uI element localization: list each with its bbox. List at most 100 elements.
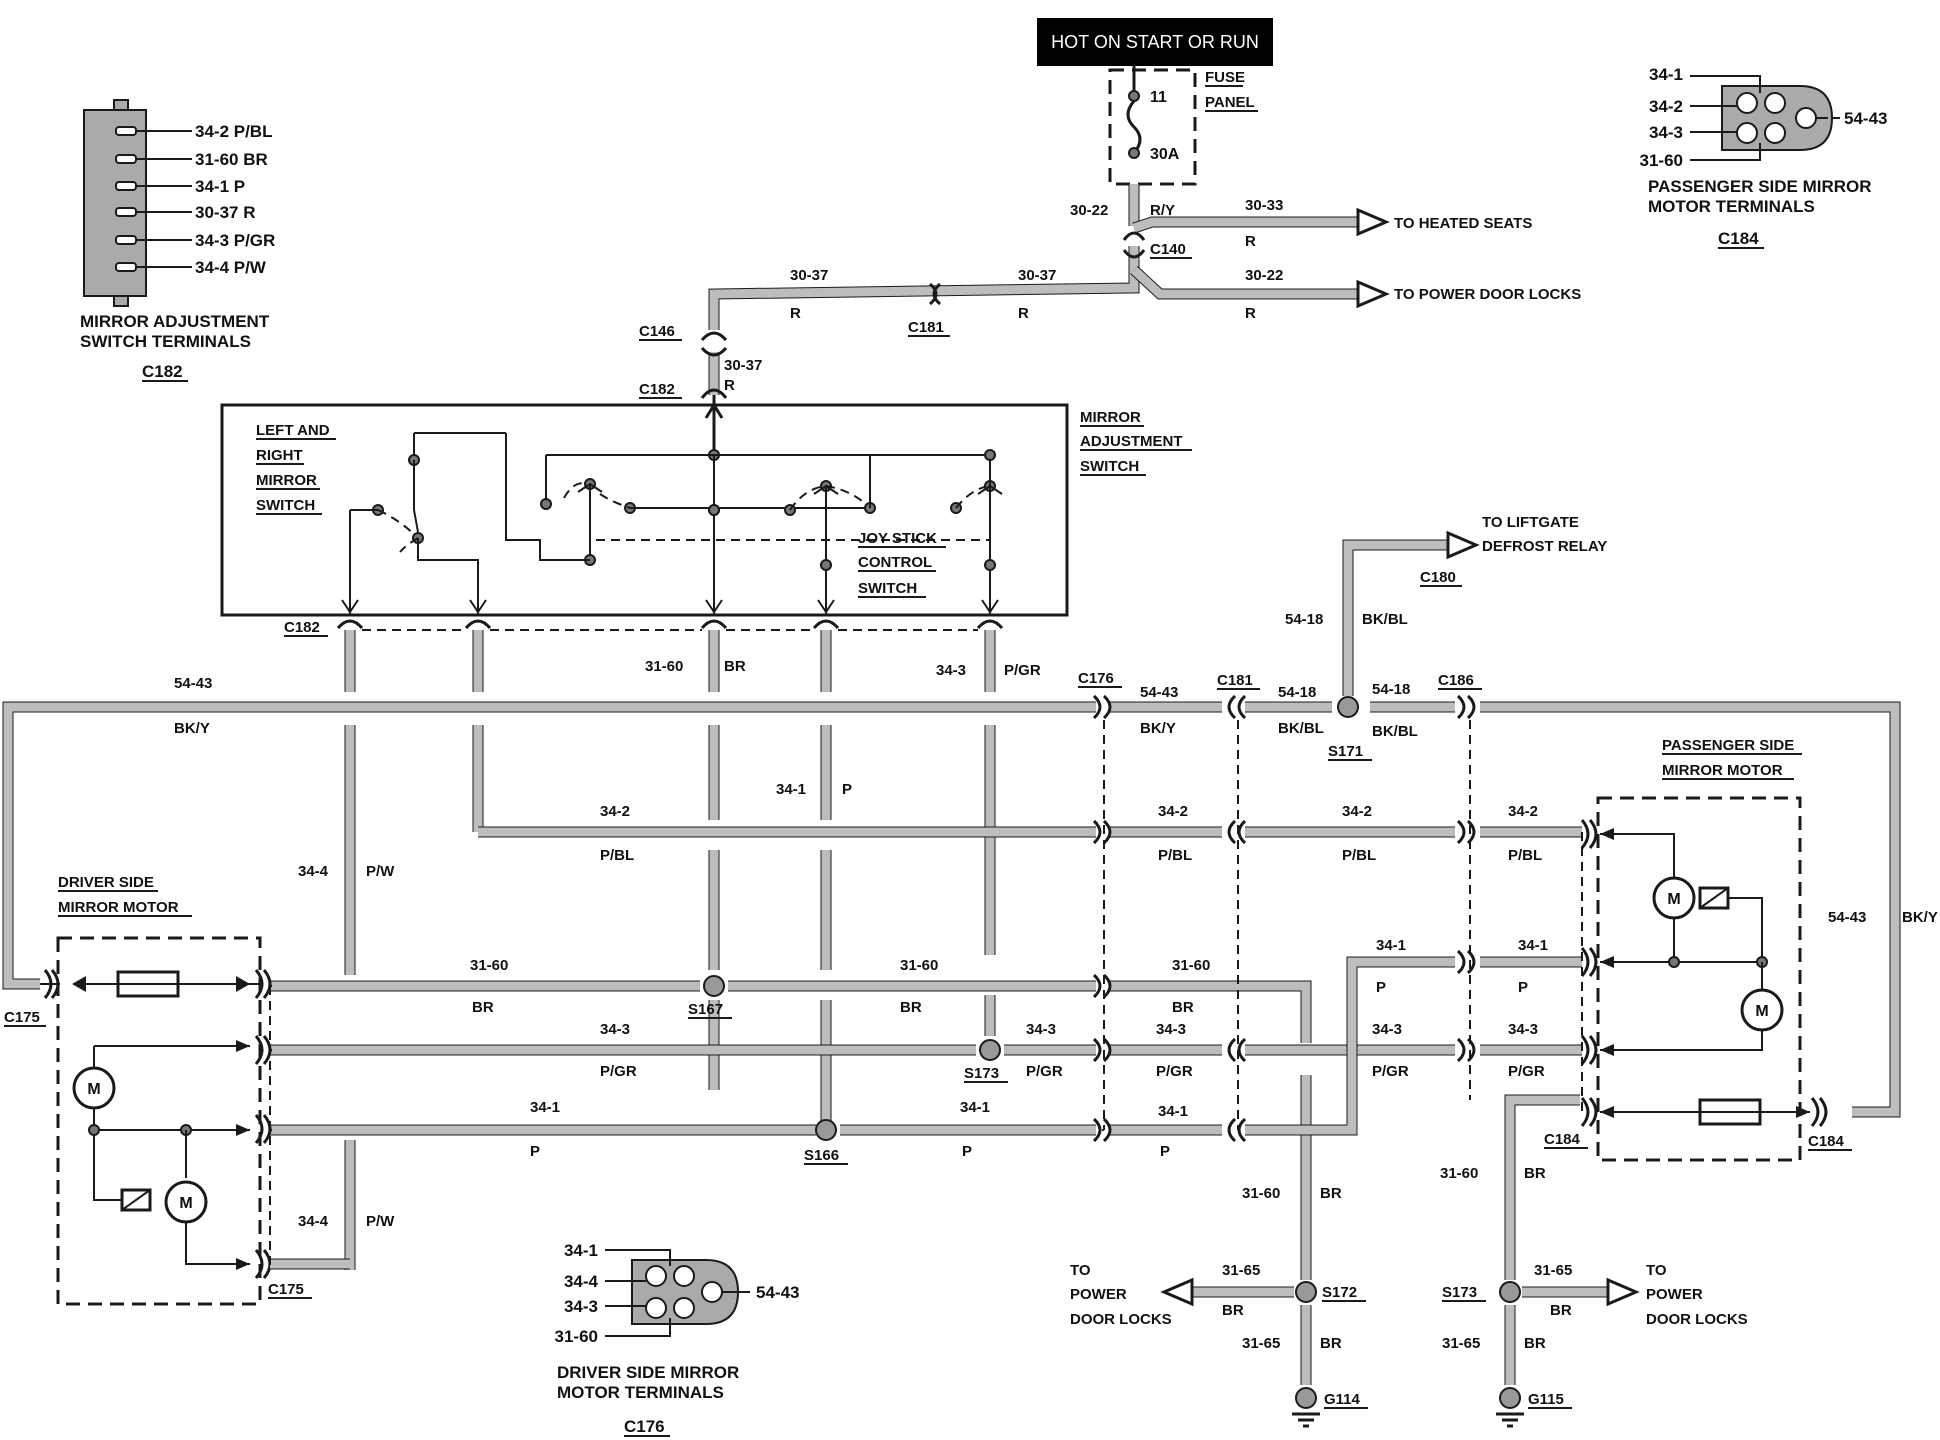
g115-label: G115 [1528, 1391, 1564, 1408]
wire-label: 34-3 [1156, 1021, 1186, 1038]
wire-label: BR [724, 658, 746, 675]
wire-color: R [1245, 233, 1256, 250]
wire-label: BK/Y [1140, 720, 1176, 737]
driver-pin-label: 54-43 [756, 1283, 799, 1302]
to-power-door-locks-label: TO POWER DOOR LOCKS [1394, 286, 1581, 303]
s166-label: S166 [804, 1147, 839, 1164]
c146-label: C146 [639, 323, 675, 340]
door-locks-left-1: TO [1070, 1262, 1091, 1279]
wire-label: 34-2 [1342, 803, 1372, 820]
passenger-mirror-motor-terminals: 34-1 34-2 34-3 31-60 54-43 PASSENGER SID… [1640, 65, 1887, 249]
wire-label: BK/Y [174, 720, 210, 737]
wire-label: 34-1 [530, 1099, 560, 1116]
wire-label: P/GR [1372, 1063, 1409, 1080]
wire-label: 34-2 [1508, 803, 1538, 820]
wire-color: R [1018, 305, 1029, 322]
wire-label: 31-65 [1534, 1262, 1572, 1279]
wire-label: 31-60 [1242, 1185, 1280, 1202]
passenger-terminals-connector: C184 [1718, 229, 1759, 248]
lr-switch-label-2: RIGHT [256, 447, 303, 464]
passenger-terminals-title-2: MOTOR TERMINALS [1648, 197, 1815, 216]
wire-label: BK/BL [1362, 611, 1408, 628]
wire-label: P/BL [600, 847, 634, 864]
s167-splice [703, 975, 725, 997]
c182-connector-top [700, 388, 728, 399]
driver-pin-label: 34-3 [564, 1297, 598, 1316]
hot-on-start-or-run-box [1037, 18, 1273, 66]
switch-pin-label: 30-37 R [195, 203, 255, 222]
lr-switch-label-3: MIRROR [256, 472, 317, 489]
driver-pin-label: 31-60 [555, 1327, 598, 1346]
ground-g114 [1292, 1387, 1320, 1428]
wire-label: P/GR [1026, 1063, 1063, 1080]
wire-label: P/BL [1508, 847, 1542, 864]
lr-switch-label-4: SWITCH [256, 497, 315, 514]
wire-label: 34-1 [960, 1099, 990, 1116]
driver-terminals-connector: C176 [624, 1417, 665, 1436]
wire-label: P/BL [1158, 847, 1192, 864]
wire-color: R [1245, 305, 1256, 322]
wire-label: 54-43 [1828, 909, 1866, 926]
wire-label: P/GR [600, 1063, 637, 1080]
c182-connector-row [336, 619, 1004, 631]
s167-label: S167 [688, 1001, 723, 1018]
wire-label: P/GR [1508, 1063, 1545, 1080]
motor-m-label: M [1755, 1003, 1768, 1020]
wire-label: 54-43 [1140, 684, 1178, 701]
s173-splice [979, 1039, 1001, 1061]
driver-terminals-title-1: DRIVER SIDE MIRROR [557, 1363, 739, 1382]
switch-title-1: MIRROR [1080, 409, 1141, 426]
c184-label-right: C184 [1808, 1133, 1845, 1150]
s173-label-right: S173 [1442, 1284, 1477, 1301]
passenger-pin-label: 54-43 [1844, 109, 1887, 128]
driver-motor-title-1: DRIVER SIDE [58, 874, 154, 891]
wire-label: 54-43 [174, 675, 212, 692]
fuse-panel-label-2: PANEL [1205, 94, 1255, 111]
wire-label: BR [1524, 1335, 1546, 1352]
joystick-label-3: SWITCH [858, 580, 917, 597]
fuse-number: 11 [1150, 89, 1167, 106]
driver-terminals-title-2: MOTOR TERMINALS [557, 1383, 724, 1402]
joystick-label-2: CONTROL [858, 554, 932, 571]
passenger-motor-title-1: PASSENGER SIDE [1662, 737, 1794, 754]
switch-terminals-title-1: MIRROR ADJUSTMENT [80, 312, 270, 331]
c146-connector [700, 331, 728, 357]
c186-label: C186 [1438, 672, 1474, 689]
wire-label: 34-2 [1158, 803, 1188, 820]
switch-pin-label: 34-3 P/GR [195, 231, 275, 250]
wire-label: BR [1172, 999, 1194, 1016]
fuse-rating: 30A [1150, 146, 1180, 163]
wire-label: P [1376, 979, 1386, 996]
switch-pin-label: 34-4 P/W [195, 258, 267, 277]
wire-label: P/GR [1156, 1063, 1193, 1080]
driver-motor-internals: M M [40, 969, 350, 1279]
c181-label: C181 [1217, 672, 1253, 689]
wire-label: P [842, 781, 852, 798]
c180-label: C180 [1420, 569, 1456, 586]
ground-g115 [1496, 1387, 1524, 1428]
wire-label: 34-3 [936, 662, 966, 679]
wire-label: BR [1320, 1335, 1342, 1352]
wire-label: BR [1222, 1302, 1244, 1319]
wire-label: BR [1524, 1165, 1546, 1182]
driver-pin-label: 34-4 [564, 1272, 599, 1291]
wire-label: 31-60 [470, 957, 508, 974]
switch-pin-label: 34-1 P [195, 177, 245, 196]
wire-label: BR [1320, 1185, 1342, 1202]
wire-label: P [1160, 1143, 1170, 1160]
mirror-adjustment-switch-box [220, 403, 1069, 617]
wire-label: BK/BL [1372, 723, 1418, 740]
wire-label: 31-60 [1172, 957, 1210, 974]
wire-label: 30-22 [1245, 267, 1283, 284]
wire-label: 34-1 [1518, 937, 1548, 954]
c140-label: C140 [1150, 241, 1186, 258]
c181-label-top: C181 [908, 319, 944, 336]
wire-label: 31-65 [1222, 1262, 1260, 1279]
wire-color: R [724, 377, 735, 394]
driver-mirror-motor-box [56, 936, 262, 1306]
wire-label: 34-1 [776, 781, 806, 798]
switch-internal-contacts [341, 395, 1003, 615]
harness-wires [2, 530, 1901, 1385]
joystick-label-1: JOY STICK [858, 530, 937, 547]
